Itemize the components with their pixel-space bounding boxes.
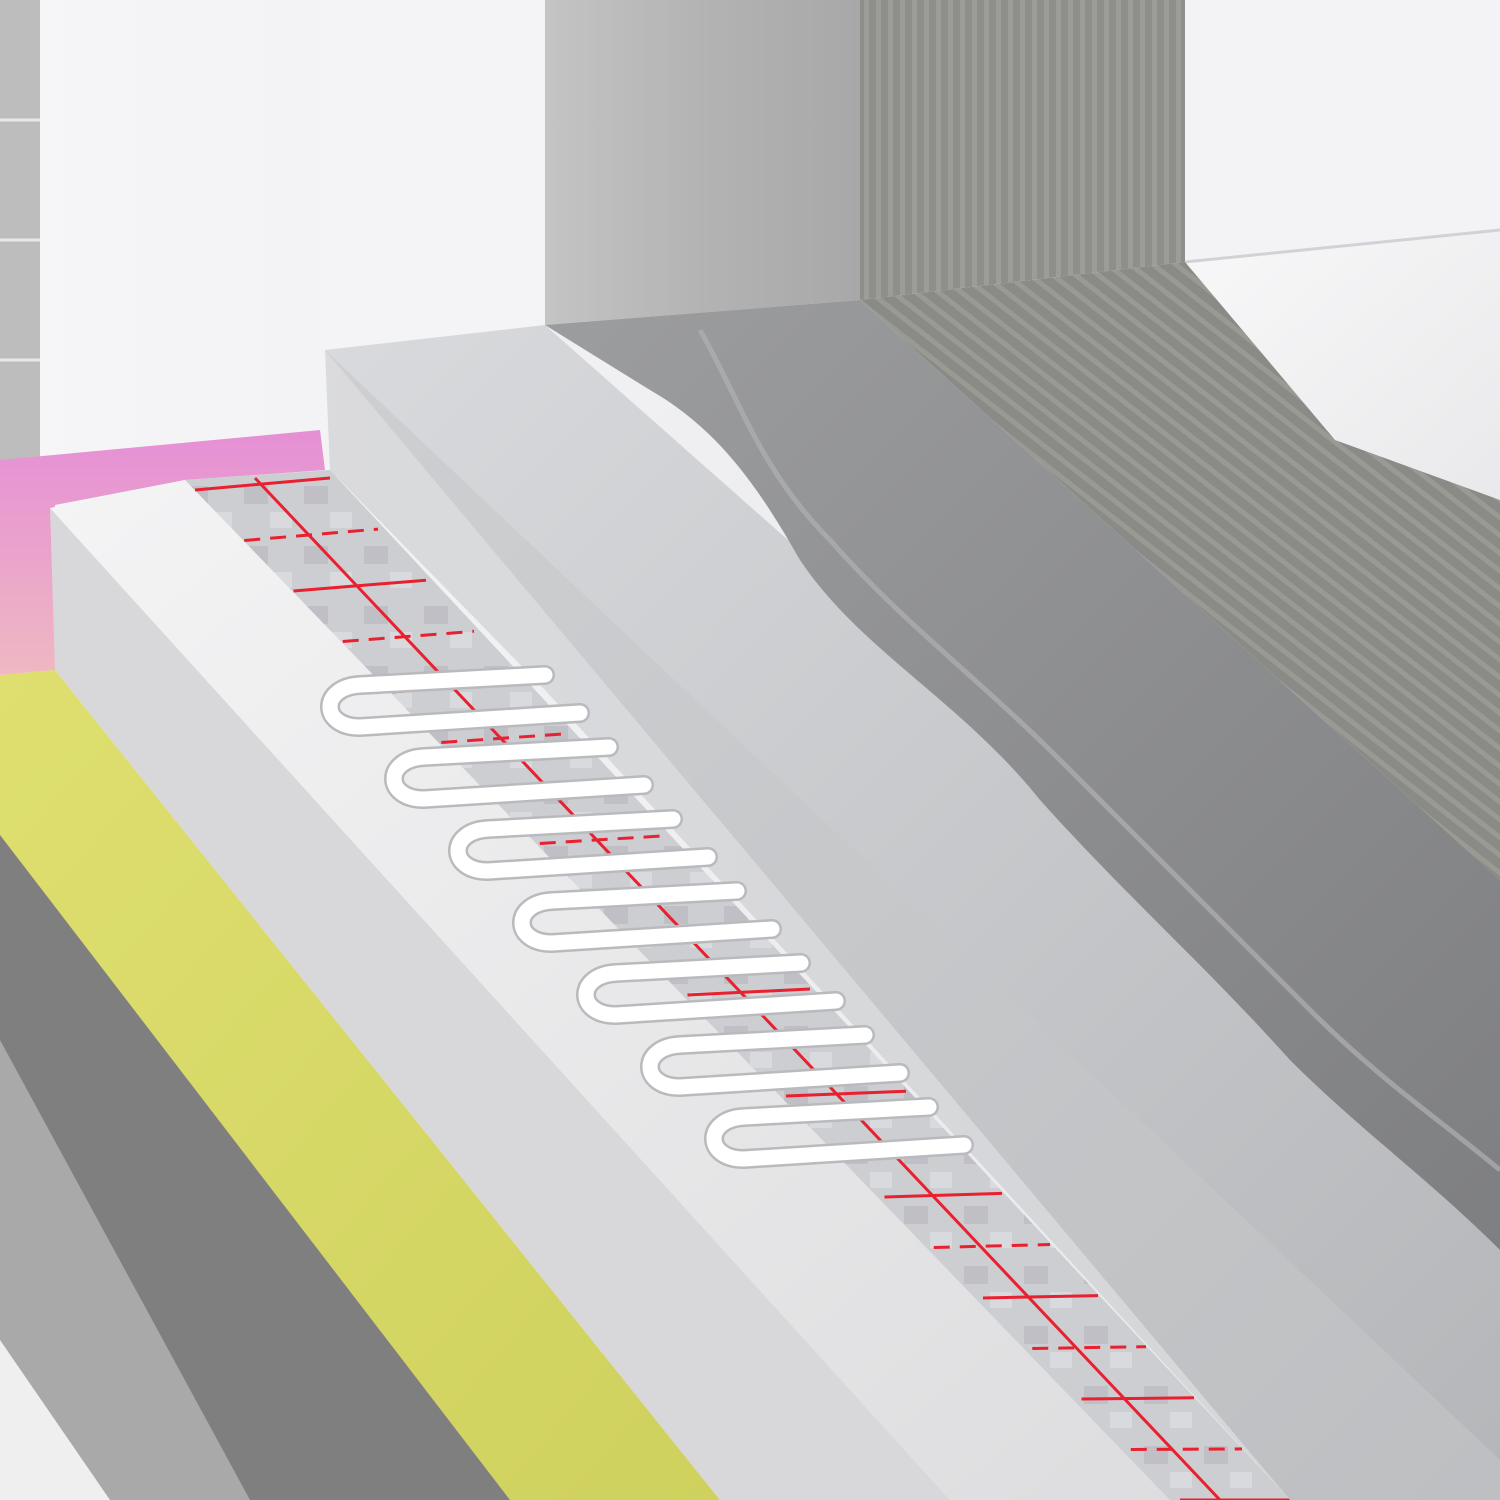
pipe-loop	[384, 737, 654, 810]
levelling-compound-waves	[697, 328, 1500, 1172]
pipe-loop	[576, 953, 846, 1026]
heating-pipe-loops	[320, 665, 974, 1170]
grid-cross-line	[982, 1294, 1099, 1300]
levelling-compound	[545, 300, 1500, 1250]
pipe-loop	[640, 1025, 910, 1098]
wall-adhesive-layer	[860, 0, 1185, 300]
grid-cross-line	[884, 1191, 1003, 1199]
left-wall-bricks	[0, 118, 40, 362]
grid-cross-line	[539, 834, 667, 845]
pipe-loop	[704, 1097, 974, 1170]
grid-cross-line	[933, 1243, 1051, 1249]
grid-cross-line	[342, 629, 475, 643]
base-concrete-front	[0, 1340, 110, 1500]
tile-joint	[1184, 228, 1500, 264]
floor-tile	[1185, 230, 1500, 500]
wall-plaster-layer	[545, 0, 860, 325]
left-wall-plaster	[0, 0, 40, 470]
grid-cross-line	[441, 732, 571, 744]
screed-layer-front	[325, 350, 1500, 1500]
grid-center-line	[253, 476, 1222, 1500]
inner-wall	[320, 0, 545, 350]
grid-cross-line	[687, 987, 811, 997]
base-concrete-side	[0, 1040, 250, 1500]
pipe-loop	[448, 809, 718, 882]
grid-cross-line	[293, 578, 427, 593]
tile-adhesive-layer	[860, 262, 1500, 880]
pink-edge-strip	[0, 430, 325, 675]
grid-cross-line	[1032, 1345, 1147, 1350]
grid-cross-line	[244, 527, 379, 542]
pipe-loop	[320, 665, 590, 738]
wall-tile	[1185, 0, 1500, 262]
yellow-membrane	[0, 670, 720, 1500]
grid-cross-line	[1130, 1447, 1243, 1451]
pipe-loop	[512, 881, 782, 954]
grid-cross-line	[785, 1089, 907, 1098]
grid-cross-line	[1081, 1396, 1195, 1401]
